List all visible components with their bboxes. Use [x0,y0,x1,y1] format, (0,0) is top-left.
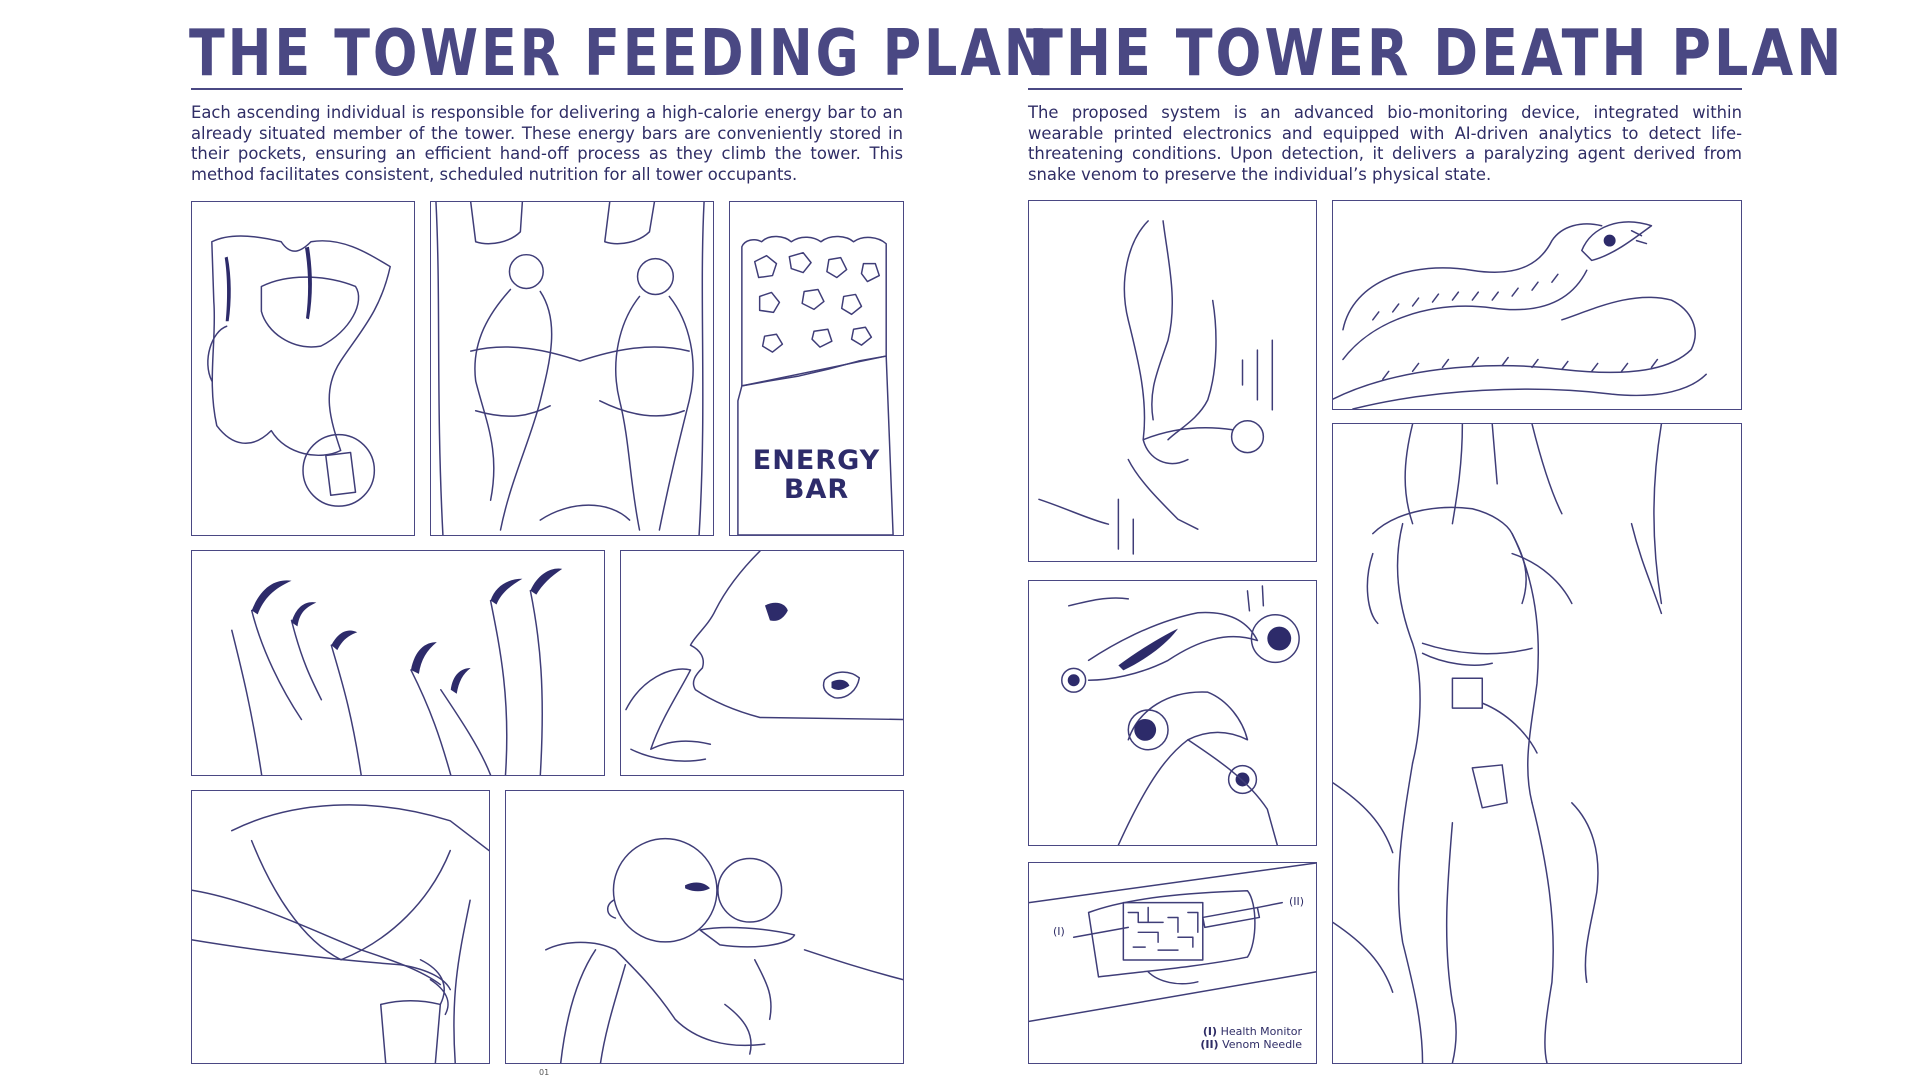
coiled-snake-illustration [1333,221,1707,409]
panel-device-diagram: (I) (II) (I) Health Monitor (II) Venom N… [1028,862,1317,1064]
page-title: THE TOWER FEEDING PLAN [189,16,1051,91]
falling-figure-illustration [1038,220,1274,555]
callout-health-monitor: (I) [1053,925,1065,938]
face-eating-illustration [625,551,903,762]
panel-tower-monitor [1332,423,1742,1064]
intro-paragraph: The proposed system is an advanced bio-m… [1028,103,1742,184]
panel-face-eating [620,550,904,776]
panel-reaching-arm [191,790,490,1064]
energy-bar-label-line2: BAR [783,474,850,505]
panel-clawed-hands [191,550,605,776]
device-diagram-illustration [1029,863,1316,1023]
panel-coiled-snake [1332,200,1742,410]
page-title: THE TOWER DEATH PLAN [1026,16,1845,91]
intro-paragraph: Each ascending individual is responsible… [191,103,903,184]
tower-monitor-illustration [1333,424,1663,1063]
energy-bar-label-line1: ENERGY [752,445,881,476]
device-legend: (I) Health Monitor (II) Venom Needle [1200,1025,1302,1051]
panel-hand-off-feeding [505,790,904,1064]
legend-marker: (II) [1200,1038,1219,1051]
page-number: 01 [539,1068,550,1077]
hand-off-feeding-illustration [545,837,903,1063]
panel-energy-bar: ENERGY BAR [729,201,904,536]
energy-bar-illustration [737,235,894,535]
tower-climbers-illustration [435,202,705,535]
title-divider [191,88,903,90]
legend-marker: (I) [1202,1025,1218,1038]
legend-label: Venom Needle [1222,1038,1302,1051]
startled-birds-illustration [1061,585,1300,845]
reaching-arm-illustration [192,804,489,1063]
legend-item: (I) Health Monitor [1200,1025,1302,1038]
callout-venom-needle: (II) [1289,895,1305,908]
legend-label: Health Monitor [1220,1025,1302,1038]
torso-pocket-illustration [207,235,391,507]
clawed-hands-illustration [231,568,563,775]
title-divider [1028,88,1742,90]
legend-item: (II) Venom Needle [1200,1038,1302,1051]
panel-torso-pocket [191,201,415,536]
energy-bar-wrapper-text: ENERGY BAR [730,446,903,504]
panel-falling-figure [1028,200,1317,562]
panel-tower-climbers [430,201,714,536]
panel-startled-birds [1028,580,1317,846]
